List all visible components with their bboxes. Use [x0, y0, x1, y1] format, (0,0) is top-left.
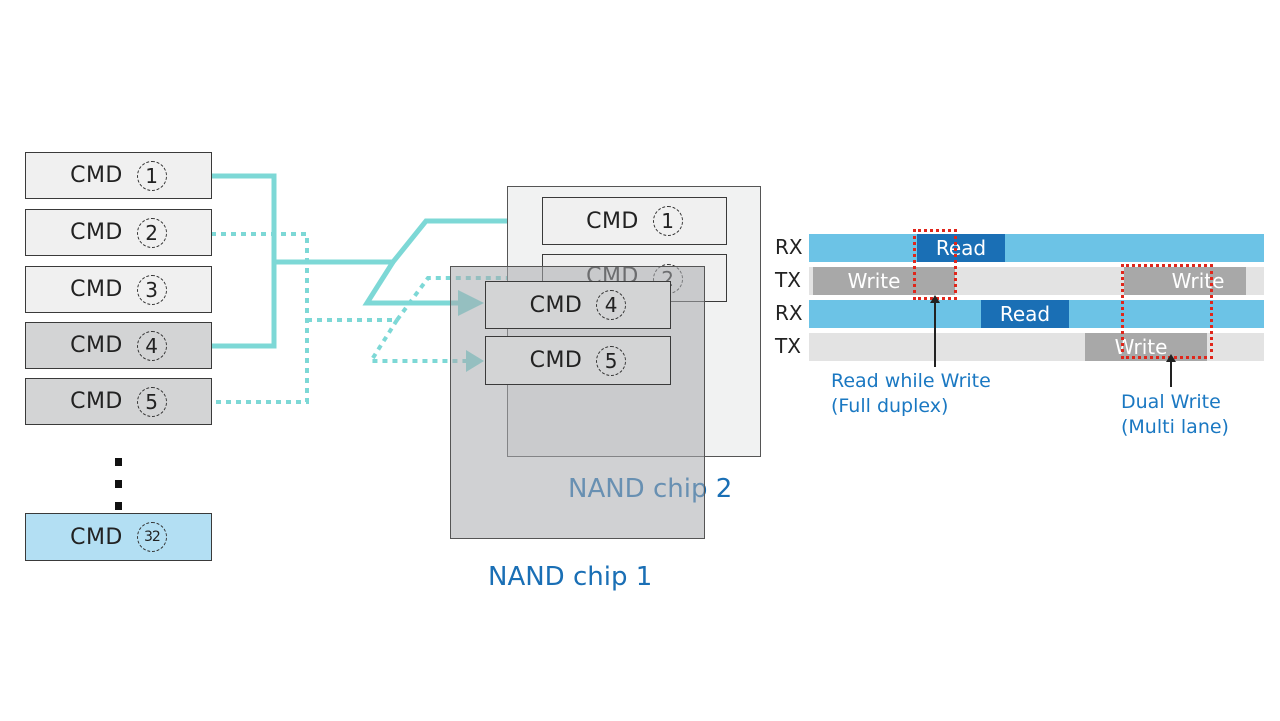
ellipsis-dot: [115, 502, 122, 510]
cmd-label: CMD: [529, 348, 583, 373]
nand-chip-1: CMD 4 CMD 5: [450, 266, 705, 539]
queue-cmd-3: CMD 3: [25, 266, 212, 313]
pointer-arrow-multi-lane: [1166, 354, 1176, 387]
queue-cmd-4: CMD 4: [25, 322, 212, 369]
cmd-number-badge: 1: [136, 160, 167, 191]
ellipsis-dot: [115, 480, 122, 488]
write-segment: Write: [1124, 267, 1246, 295]
solid-line-cmd1: [211, 173, 277, 349]
ellipsis-dot: [115, 458, 122, 466]
queue-cmd-1: CMD 1: [25, 152, 212, 199]
lane-label-rx-1: RX: [775, 235, 803, 259]
cmd-label: CMD: [70, 524, 123, 550]
pointer-arrow-full-duplex: [930, 295, 940, 367]
lane-label-rx-2: RX: [775, 301, 803, 325]
cmd-number-badge: 1: [652, 206, 683, 236]
lane-label-tx-2: TX: [775, 334, 801, 358]
cmd-label: CMD: [529, 292, 583, 318]
solid-line-cmd4: [362, 260, 458, 306]
annotation-title: Read while Write: [831, 370, 991, 392]
cmd-label: CMD: [70, 220, 123, 245]
annotation-subtitle: (Full duplex): [831, 395, 949, 417]
queue-cmd-5: CMD 5: [25, 378, 212, 425]
queue-cmd-2: CMD 2: [25, 209, 212, 256]
highlight-full-duplex: [913, 229, 957, 300]
highlight-multi-lane: [1121, 264, 1213, 359]
write-segment: Write: [813, 267, 955, 295]
cmd-label: CMD: [70, 389, 123, 414]
cmd-label: CMD: [70, 163, 123, 188]
annotation-full-duplex: Read while Write (Full duplex): [831, 369, 991, 419]
lane-label-tx-1: TX: [775, 268, 801, 292]
annotation-subtitle: (Multi lane): [1121, 416, 1229, 438]
dotted-line-cmd5: [367, 318, 468, 363]
cmd-number-badge: 5: [596, 345, 627, 376]
lane-rx-2: Read: [809, 300, 1264, 328]
chip1-cmd-5: CMD 5: [485, 336, 671, 385]
queue-cmd-32: CMD 32: [25, 513, 212, 561]
read-segment: Read: [981, 300, 1069, 328]
nand-chip-1-label: NAND chip 1: [488, 562, 653, 592]
cmd-number-badge: 5: [136, 386, 167, 417]
cmd-label: CMD: [70, 333, 123, 358]
cmd-number-badge: 4: [596, 290, 627, 320]
lane-tx-1: Write Write: [809, 267, 1264, 295]
annotation-multi-lane: Dual Write (Multi lane): [1121, 390, 1229, 440]
read-segment: Read: [917, 234, 1005, 262]
cmd-label: CMD: [586, 208, 639, 234]
cmd-number-badge: 4: [136, 330, 167, 361]
annotation-title: Dual Write: [1121, 391, 1221, 413]
solid-line-trunk: [274, 218, 512, 265]
dotted-line-cmd2-cmd5: [211, 232, 309, 404]
cmd-number-badge: 32: [136, 522, 167, 552]
lane-rx-1: Read: [809, 234, 1264, 262]
cmd-number-badge: 2: [136, 217, 167, 248]
cmd-number-badge: 3: [136, 274, 167, 305]
cmd-label: CMD: [70, 277, 123, 302]
chip2-cmd-1: CMD 1: [542, 197, 727, 245]
chip1-cmd-4: CMD 4: [485, 281, 671, 329]
